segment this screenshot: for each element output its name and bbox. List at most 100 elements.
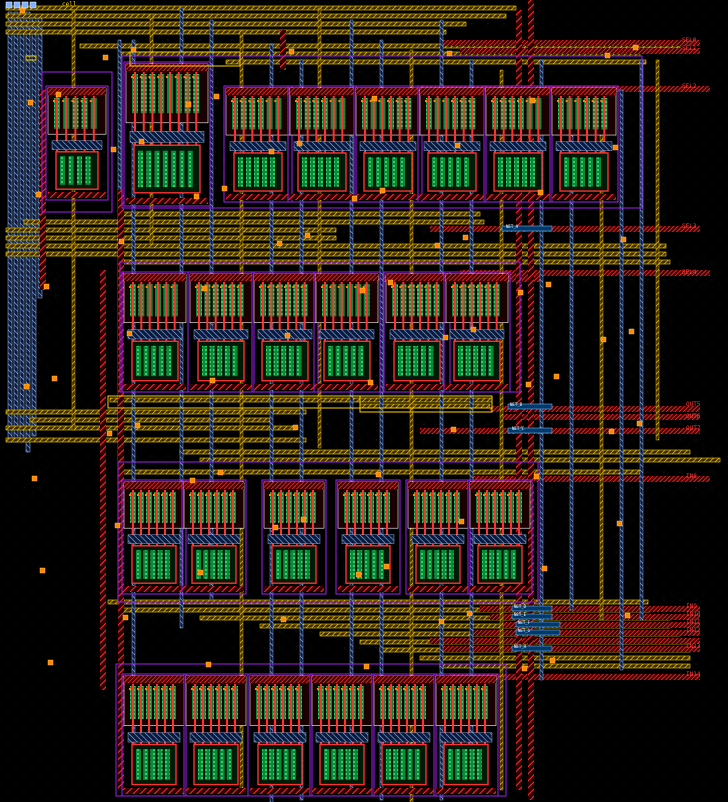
via	[533, 473, 540, 480]
contact	[80, 100, 83, 102]
nwell-outline	[483, 85, 553, 203]
diffusion-finger	[473, 345, 479, 377]
std-cell	[247, 673, 313, 797]
std-cell	[405, 479, 471, 595]
gnd-rail	[250, 788, 310, 794]
block-outline	[121, 55, 643, 209]
metal1-strap	[129, 130, 205, 143]
contact	[451, 100, 453, 102]
contact	[445, 494, 447, 496]
diffusion-finger	[304, 550, 310, 579]
diffusion-finger	[384, 157, 389, 187]
diffusion-finger	[297, 550, 303, 579]
nwell-outline	[121, 479, 187, 595]
diffusion-finger	[476, 749, 482, 780]
via	[541, 565, 548, 572]
diffusion-finger	[393, 749, 399, 780]
diffusion-finger	[270, 157, 275, 187]
net-label: NET_A	[506, 224, 519, 229]
diffusion-finger	[68, 156, 74, 185]
contact	[269, 494, 271, 496]
pin-label: OUT7	[686, 425, 701, 432]
gnd-rail	[190, 384, 252, 390]
contact	[416, 286, 418, 288]
contact	[317, 688, 319, 690]
diffusion-finger	[85, 156, 91, 185]
contact	[148, 76, 151, 78]
diffusion-finger	[326, 157, 331, 187]
nwell-outline	[353, 85, 423, 203]
contact	[169, 494, 171, 496]
vdd-rail	[552, 88, 616, 95]
block-outline	[119, 261, 521, 393]
metal1-strap	[341, 534, 395, 544]
contact	[379, 688, 381, 690]
std-cell	[371, 673, 437, 797]
pin-label: SEL4	[682, 269, 697, 276]
vdd-rail	[226, 88, 290, 95]
contact	[411, 688, 413, 690]
contact	[137, 286, 140, 288]
contact	[312, 100, 315, 102]
diffusion-finger	[596, 157, 601, 187]
nwell-outline	[287, 85, 357, 203]
contact	[255, 688, 257, 690]
contact	[129, 494, 131, 496]
poly-stripe	[480, 606, 700, 612]
poly-stripe	[460, 48, 700, 54]
gnd-rail	[338, 586, 398, 592]
contact	[170, 286, 173, 288]
net-label: NET_C	[512, 426, 525, 431]
metal1-strap	[127, 534, 181, 544]
contact	[534, 100, 537, 102]
diffusion-finger	[262, 157, 267, 187]
diffusion-finger	[462, 749, 468, 780]
metal1-strap	[253, 732, 307, 743]
contact	[574, 100, 577, 102]
diffusion-finger	[506, 157, 511, 187]
nwell-outline	[261, 479, 327, 595]
contact	[395, 100, 398, 102]
diffusion-finger	[428, 345, 434, 377]
diffusion-finger	[458, 345, 463, 377]
gnd-rail	[386, 384, 448, 390]
diffusion-finger	[328, 345, 333, 377]
via	[209, 377, 216, 384]
contact	[169, 688, 171, 690]
via	[600, 336, 607, 343]
net-label-box	[501, 225, 553, 232]
gnd-rail	[374, 788, 434, 794]
gnd-rail	[470, 586, 530, 592]
vertical-rail	[7, 11, 13, 443]
diffusion-finger	[154, 150, 160, 188]
contact	[395, 688, 397, 690]
via	[296, 140, 303, 147]
via	[604, 52, 611, 59]
diffusion-finger	[480, 345, 486, 377]
diffusion-finger	[269, 749, 275, 780]
contact	[354, 286, 357, 288]
contact	[369, 100, 372, 102]
contact	[583, 100, 585, 102]
gnd-rail	[420, 194, 484, 200]
via	[217, 469, 224, 476]
contact	[407, 286, 410, 288]
via	[458, 518, 465, 525]
contact	[129, 688, 131, 690]
via	[446, 50, 453, 57]
via	[47, 659, 54, 666]
contact	[329, 286, 332, 288]
diffusion-finger	[440, 157, 445, 187]
diffusion-finger	[427, 550, 433, 579]
via	[55, 91, 62, 98]
pin-label: OUT6	[686, 413, 701, 420]
via	[355, 571, 362, 578]
metal1-strap	[449, 329, 505, 340]
via	[450, 426, 457, 433]
contact	[259, 286, 261, 288]
net-label: NET_D	[514, 604, 527, 609]
via	[442, 334, 449, 341]
vdd-rail	[124, 676, 184, 683]
diffusion-finger	[503, 550, 509, 579]
